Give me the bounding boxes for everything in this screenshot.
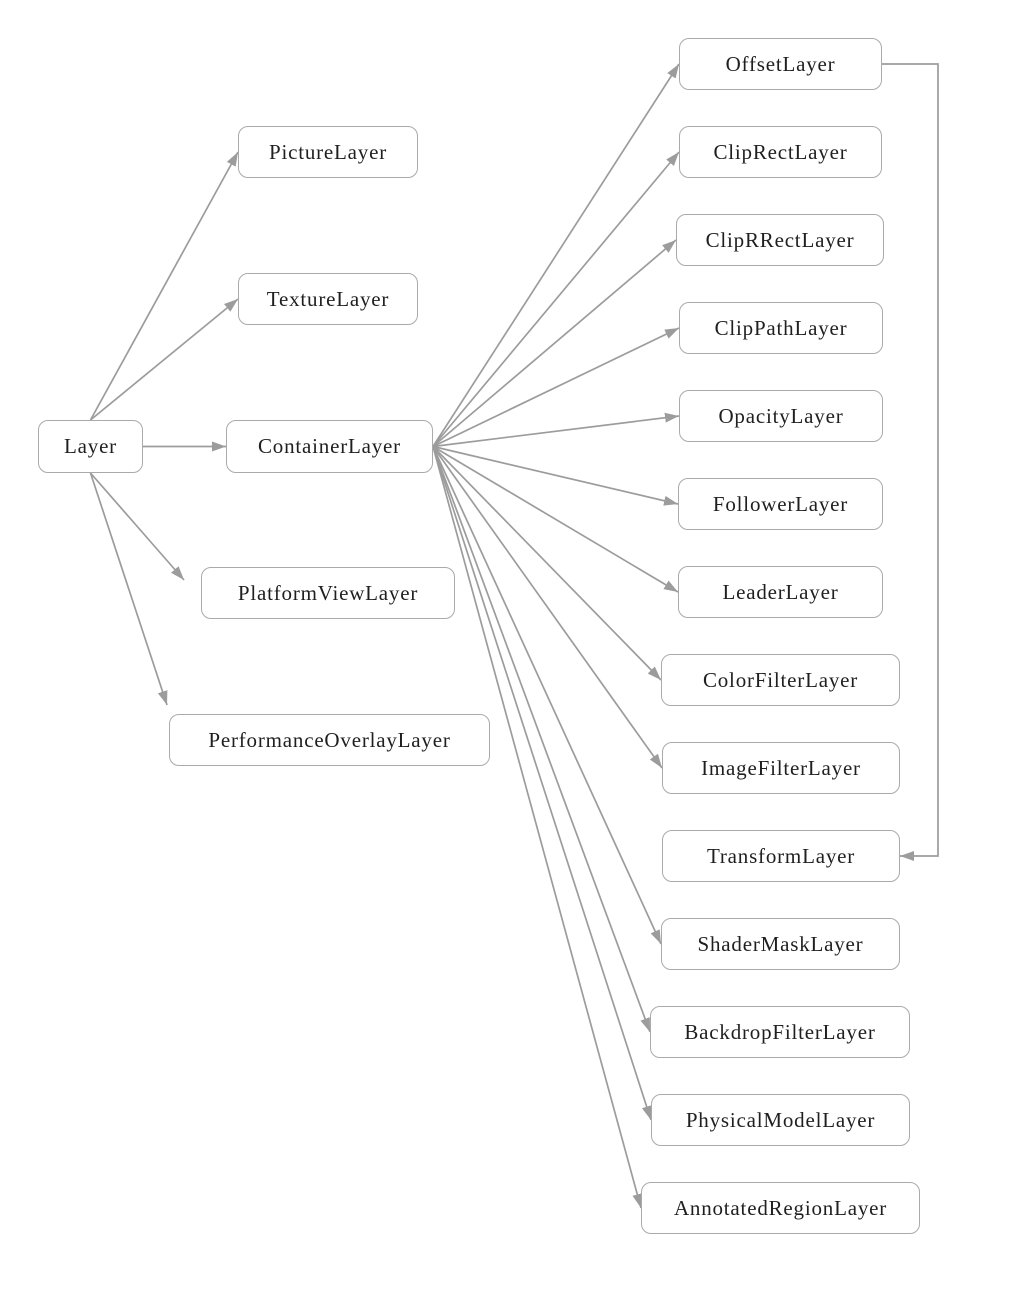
edge-container-to-opacity — [432, 412, 680, 448]
node-cliprect: ClipRectLayer — [679, 126, 882, 178]
edge-container-to-offset — [432, 63, 680, 447]
node-picture: PictureLayer — [238, 126, 418, 178]
edge-container-to-leader — [432, 445, 679, 593]
edge-layer-to-performance — [89, 472, 168, 706]
edge-container-to-follower — [432, 445, 679, 506]
edge-layer-to-picture — [89, 151, 239, 421]
node-texture: TextureLayer — [238, 273, 418, 325]
edge-container-to-imagefilter — [432, 446, 663, 769]
edge-container-to-colorfilter — [432, 445, 662, 681]
edge-layer-to-platform — [89, 472, 185, 581]
edge-container-to-annotated — [432, 446, 643, 1209]
node-follower: FollowerLayer — [678, 478, 883, 530]
node-performance: PerformanceOverlayLayer — [169, 714, 490, 766]
node-physical: PhysicalModelLayer — [651, 1094, 910, 1146]
edge-container-to-clippath — [432, 327, 680, 448]
edge-container-to-backdrop — [432, 446, 651, 1033]
edge-layer-to-texture — [89, 298, 239, 421]
node-colorfilter: ColorFilterLayer — [661, 654, 900, 706]
edge-offset-to-transform — [882, 63, 939, 861]
edge-container-to-shadermask — [432, 446, 662, 945]
node-clippath: ClipPathLayer — [679, 302, 883, 354]
node-leader: LeaderLayer — [678, 566, 883, 618]
node-annotated: AnnotatedRegionLayer — [641, 1182, 920, 1234]
edge-container-to-cliprrect — [432, 239, 677, 448]
node-platform: PlatformViewLayer — [201, 567, 455, 619]
node-shadermask: ShaderMaskLayer — [661, 918, 900, 970]
node-offset: OffsetLayer — [679, 38, 882, 90]
node-imagefilter: ImageFilterLayer — [662, 742, 900, 794]
node-container: ContainerLayer — [226, 420, 433, 473]
edge-container-to-physical — [432, 446, 652, 1121]
node-opacity: OpacityLayer — [679, 390, 883, 442]
node-cliprrect: ClipRRectLayer — [676, 214, 884, 266]
node-transform: TransformLayer — [662, 830, 900, 882]
node-backdrop: BackdropFilterLayer — [650, 1006, 910, 1058]
node-layer: Layer — [38, 420, 143, 473]
edge-container-to-cliprect — [432, 151, 680, 448]
